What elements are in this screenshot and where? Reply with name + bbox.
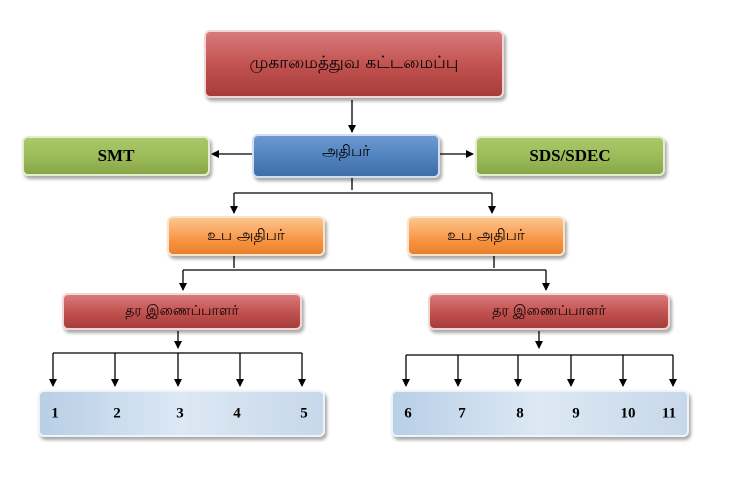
grade-label: 2	[113, 405, 121, 421]
principal-node: அதிபர்	[252, 134, 440, 178]
grade-label: 9	[572, 405, 580, 421]
root-node: முகாமைத்துவ கட்டமைப்பு	[204, 30, 504, 98]
grade-label: 8	[516, 405, 524, 421]
grade-label: 7	[458, 405, 466, 421]
coordinator-left-node: தர இணைப்பாளர்	[62, 293, 302, 330]
deputy-right-node: உப அதிபர்	[407, 216, 565, 256]
deputy-left-label: உப அதிபர்	[207, 226, 285, 244]
root-label: முகாமைத்துவ கட்டமைப்பு	[249, 53, 459, 73]
coordinator-right-node: தர இணைப்பாளர்	[428, 293, 670, 330]
coordinator-right-label: தர இணைப்பாளர்	[492, 302, 606, 319]
grade-label: 10	[620, 405, 636, 421]
grades-left-bar: 1 2 3 4 5	[38, 390, 325, 437]
grade-label: 11	[661, 405, 677, 421]
sds-label: SDS/SDEC	[529, 146, 611, 165]
sds-node: SDS/SDEC	[475, 136, 665, 176]
deputy-left-node: உப அதிபர்	[167, 216, 325, 256]
deputy-right-label: உப அதிபர்	[447, 226, 525, 244]
grade-label: 3	[176, 405, 184, 421]
smt-label: SMT	[97, 146, 135, 165]
grade-label: 5	[300, 405, 308, 421]
grade-label: 4	[233, 405, 241, 421]
principal-label: அதிபர்	[322, 142, 370, 160]
smt-node: SMT	[22, 136, 210, 176]
grades-right-bar: 6 7 8 9 10 11	[391, 390, 689, 437]
grade-label: 1	[51, 405, 59, 421]
coordinator-left-label: தர இணைப்பாளர்	[125, 302, 239, 319]
grade-label: 6	[404, 405, 412, 421]
